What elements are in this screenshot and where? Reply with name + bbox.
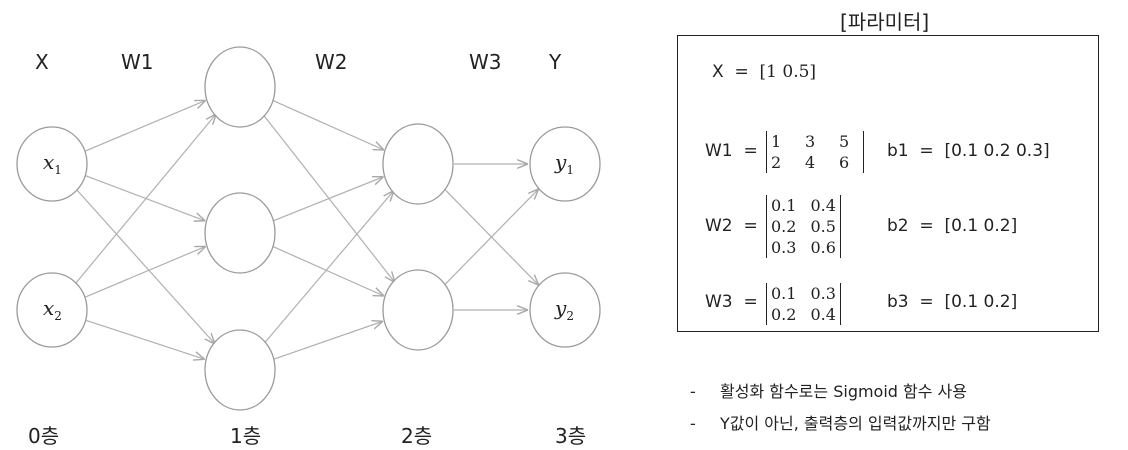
hidden2-node-2 [382,269,454,351]
edge-hidden1-3-to-hidden2-2 [273,321,383,360]
w2-cell: 0.5 [810,217,836,236]
edge-hidden1-2-to-hidden2-2 [272,246,384,296]
header-w3: W3 [469,50,502,74]
w3-cell: 0.1 [771,284,797,303]
input-node-2 [16,272,88,348]
b3-value: [0.1 0.2] [944,292,1018,312]
b1-value: [0.1 0.2 0.3] [944,141,1050,161]
w2-cell: 0.2 [771,217,797,236]
notes-list: -활성화 함수로는 Sigmoid 함수 사용 -Y값이 아닌, 출력층의 입력… [690,378,991,442]
b1-row: b1 = [0.1 0.2 0.3] [887,141,1050,161]
edge-hidden1-1-to-hidden2-1 [272,100,384,150]
header-y: Y [549,50,562,74]
w2-cell: 0.3 [771,238,797,257]
params-box [677,35,1099,332]
header-w1: W1 [121,50,154,74]
w3-cell: 0.2 [771,305,797,324]
b3-row: b3 = [0.1 0.2] [887,292,1018,312]
edge-hidden1-3-to-hidden2-1 [263,191,394,345]
layer-label-1: 1층 [230,424,262,448]
x-param-value: [1 0.5] [759,62,817,82]
hidden2-node-1 [382,123,454,205]
w1-cell: 3 [805,132,816,151]
edge-input-2-to-hidden1-3 [86,319,204,359]
output-node-label-2: y2 [555,296,574,323]
hidden1-node-3 [204,329,276,411]
output-node-2 [529,272,601,348]
b2-row: b2 = [0.1 0.2] [887,216,1018,236]
w1-cell: 5 [839,132,850,151]
w3-cell: 0.4 [810,305,836,324]
w2-matrix: 0.1 0.4 0.2 0.5 0.3 0.6 [766,195,841,258]
header-w2: W2 [315,50,348,74]
w3-cell: 0.3 [810,284,836,303]
w1-label: W1 = [705,141,758,161]
input-node-1 [16,126,88,202]
w1-cell: 1 [771,132,782,151]
params-title: [파라미터] [840,10,930,34]
output-node-label-1: y1 [555,150,574,177]
w1-cell: 4 [805,153,816,172]
edge-hidden1-2-to-hidden2-1 [273,177,384,222]
x-param-row: X = [1 0.5] [712,62,817,82]
input-node-label-2: x2 [43,296,62,323]
note-item: -Y값이 아닌, 출력층의 입력값까지만 구함 [690,414,991,433]
layer-label-3: 3층 [555,424,587,448]
edge-input-2-to-hidden1-1 [74,114,216,285]
w2-cell: 0.1 [771,196,797,215]
b2-value: [0.1 0.2] [944,216,1018,236]
layer-label-2: 2층 [401,424,433,448]
edge-hidden2-2-to-output-1 [443,189,539,287]
input-node-label-1: x1 [43,150,62,177]
layer-label-0: 0층 [28,424,60,448]
w2-cell: 0.6 [810,238,836,257]
hidden1-node-2 [204,192,276,274]
w1-matrix: 1 3 5 2 4 6 [766,131,864,173]
hidden1-node-1 [204,46,276,128]
w1-cell: 6 [839,153,850,172]
w3-label: W3 = [705,292,758,312]
edge-input-1-to-hidden1-1 [85,100,205,152]
output-node-1 [529,126,601,202]
header-x: X [35,50,49,74]
w3-matrix: 0.1 0.3 0.2 0.4 [766,283,841,325]
w2-cell: 0.4 [810,196,836,215]
edge-input-1-to-hidden1-3 [75,188,215,344]
w2-label: W2 = [705,216,758,236]
edge-input-2-to-hidden1-2 [85,246,205,298]
w1-cell: 2 [771,153,782,172]
note-item: -활성화 함수로는 Sigmoid 함수 사용 [690,382,967,401]
